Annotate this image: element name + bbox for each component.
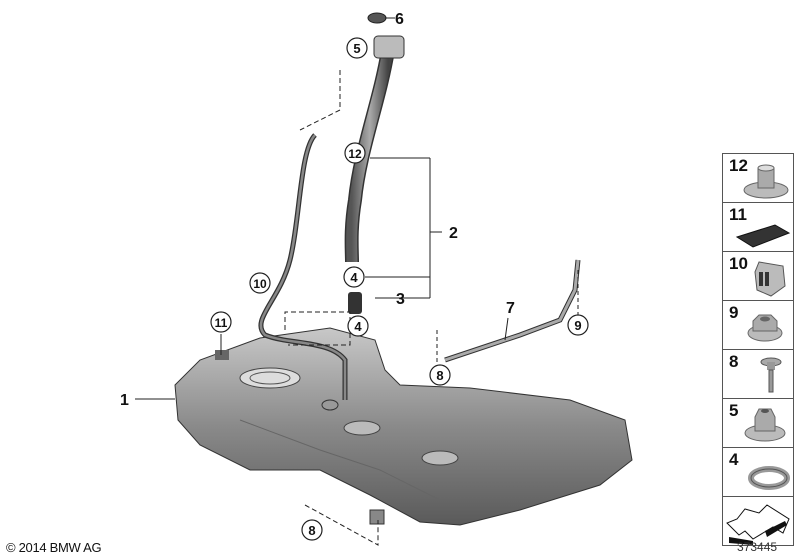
part-5[interactable]: 5 xyxy=(723,399,793,448)
svg-text:9: 9 xyxy=(574,318,581,333)
svg-text:2: 2 xyxy=(449,225,458,242)
leader-lines xyxy=(135,17,579,546)
callout-4: 4 xyxy=(347,315,369,337)
svg-text:11: 11 xyxy=(215,316,228,330)
hose-clamp-icon xyxy=(748,466,790,490)
foam-pad-icon xyxy=(735,224,791,248)
svg-text:6: 6 xyxy=(395,11,404,28)
arrow-icon xyxy=(726,504,790,545)
svg-text:7: 7 xyxy=(506,300,515,317)
part-8[interactable]: 8 xyxy=(723,350,793,399)
bolt-icon xyxy=(760,357,782,393)
svg-text:10: 10 xyxy=(253,277,267,291)
callout-3: 3 xyxy=(396,291,405,308)
diagram-number: 373445 xyxy=(737,540,778,554)
filler-pipe xyxy=(344,12,405,314)
callout-11: 11 xyxy=(210,311,232,333)
svg-text:5: 5 xyxy=(353,41,360,56)
hose-clip-icon xyxy=(754,261,786,297)
part-4[interactable]: 4 xyxy=(723,448,793,497)
flange-nut-icon xyxy=(744,408,786,442)
callout-9: 9 xyxy=(567,314,589,336)
callout-12: 12 xyxy=(344,142,366,164)
callout-7: 7 xyxy=(506,300,515,317)
copyright: © 2014 BMW AG xyxy=(6,540,102,555)
svg-text:3: 3 xyxy=(396,291,405,308)
callout-4: 4 xyxy=(343,266,365,288)
part-arrow xyxy=(723,497,793,545)
callout-2: 2 xyxy=(449,225,458,242)
svg-text:8: 8 xyxy=(436,368,443,383)
svg-text:4: 4 xyxy=(350,270,358,285)
part-10[interactable]: 10 xyxy=(723,252,793,301)
svg-text:8: 8 xyxy=(308,523,315,538)
parts-panel: 12 11 10 9 8 5 4 xyxy=(722,153,794,546)
part-9[interactable]: 9 xyxy=(723,301,793,350)
callout-5: 5 xyxy=(346,37,368,59)
callout-8: 8 xyxy=(301,519,323,541)
callout-6: 6 xyxy=(395,11,404,28)
part-11[interactable]: 11 xyxy=(723,203,793,252)
svg-text:12: 12 xyxy=(348,147,362,161)
callout-8: 8 xyxy=(429,364,451,386)
callout-1: 1 xyxy=(120,392,129,409)
svg-text:4: 4 xyxy=(354,319,362,334)
callout-10: 10 xyxy=(249,272,271,294)
flange-nut-icon xyxy=(743,164,789,199)
part-12[interactable]: 12 xyxy=(723,154,793,203)
hex-nut-icon xyxy=(747,314,783,342)
tank-strap xyxy=(444,259,581,363)
svg-text:1: 1 xyxy=(120,392,129,409)
fuel-tank xyxy=(174,327,633,526)
